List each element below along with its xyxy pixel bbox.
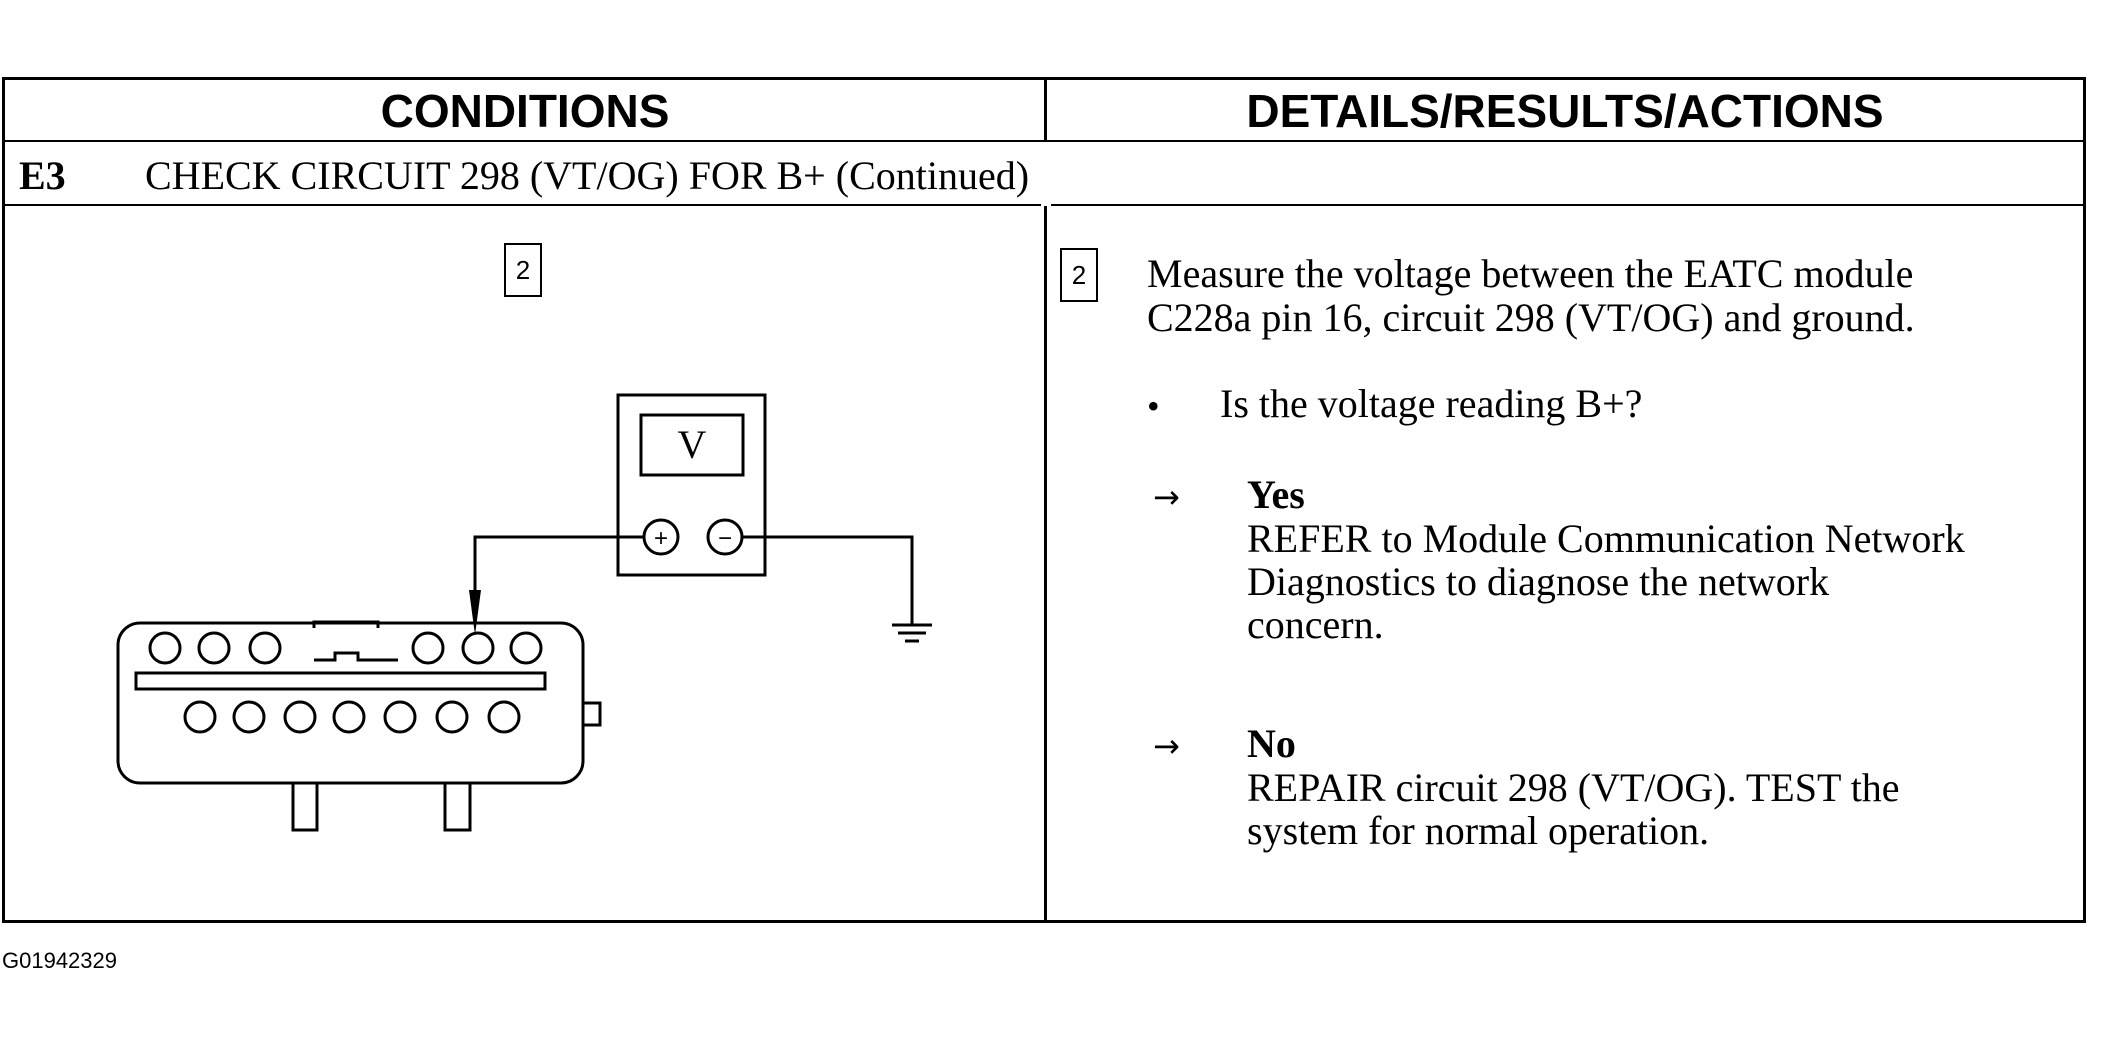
no-line-2: system for normal operation.: [1247, 808, 1710, 853]
conditions-header: CONDITIONS: [380, 85, 670, 137]
no-label: No: [1247, 721, 1296, 766]
figure-id: G01942329: [2, 948, 117, 973]
voltmeter-diagram: V + −: [116, 393, 932, 832]
yes-line-2: Diagnostics to diagnose the network: [1247, 559, 1830, 604]
meter-label: V: [678, 422, 707, 467]
step-title: CHECK CIRCUIT 298 (VT/OG) FOR B+ (Contin…: [145, 153, 1030, 198]
plus-symbol: +: [654, 525, 668, 552]
voltmeter-icon: [616, 393, 767, 577]
ground-icon: [892, 623, 932, 643]
details-header: DETAILS/RESULTS/ACTIONS: [1246, 85, 1884, 137]
instruction-line-2: C228a pin 16, circuit 298 (VT/OG) and gr…: [1147, 295, 1915, 340]
yes-arrow-icon: →: [1153, 478, 1180, 516]
header-row: CONDITIONS DETAILS/RESULTS/ACTIONS: [5, 80, 2083, 142]
details-step-number: 2: [1060, 248, 1098, 302]
divider-gap: [1041, 142, 1051, 206]
negative-lead: [742, 535, 914, 625]
connector-icon: [116, 620, 602, 832]
yes-label: Yes: [1247, 472, 1305, 517]
question-bullet: •: [1147, 386, 1160, 426]
diagnostic-table: CONDITIONS DETAILS/RESULTS/ACTIONS E3 CH…: [2, 77, 2086, 923]
yes-line-1: REFER to Module Communication Network: [1247, 516, 1965, 561]
minus-symbol: −: [718, 525, 732, 552]
column-divider: [1044, 80, 1047, 920]
conditions-step-number: 2: [504, 243, 542, 297]
positive-lead: [473, 535, 644, 600]
no-arrow-icon: →: [1153, 727, 1180, 765]
yes-line-3: concern.: [1247, 602, 1384, 647]
instruction-line-1: Measure the voltage between the EATC mod…: [1147, 251, 1914, 296]
question-text: Is the voltage reading B+?: [1220, 381, 1643, 426]
no-line-1: REPAIR circuit 298 (VT/OG). TEST the: [1247, 765, 1900, 810]
pin-16: [461, 631, 495, 665]
step-id: E3: [19, 153, 66, 198]
probe-icon: [469, 590, 481, 635]
